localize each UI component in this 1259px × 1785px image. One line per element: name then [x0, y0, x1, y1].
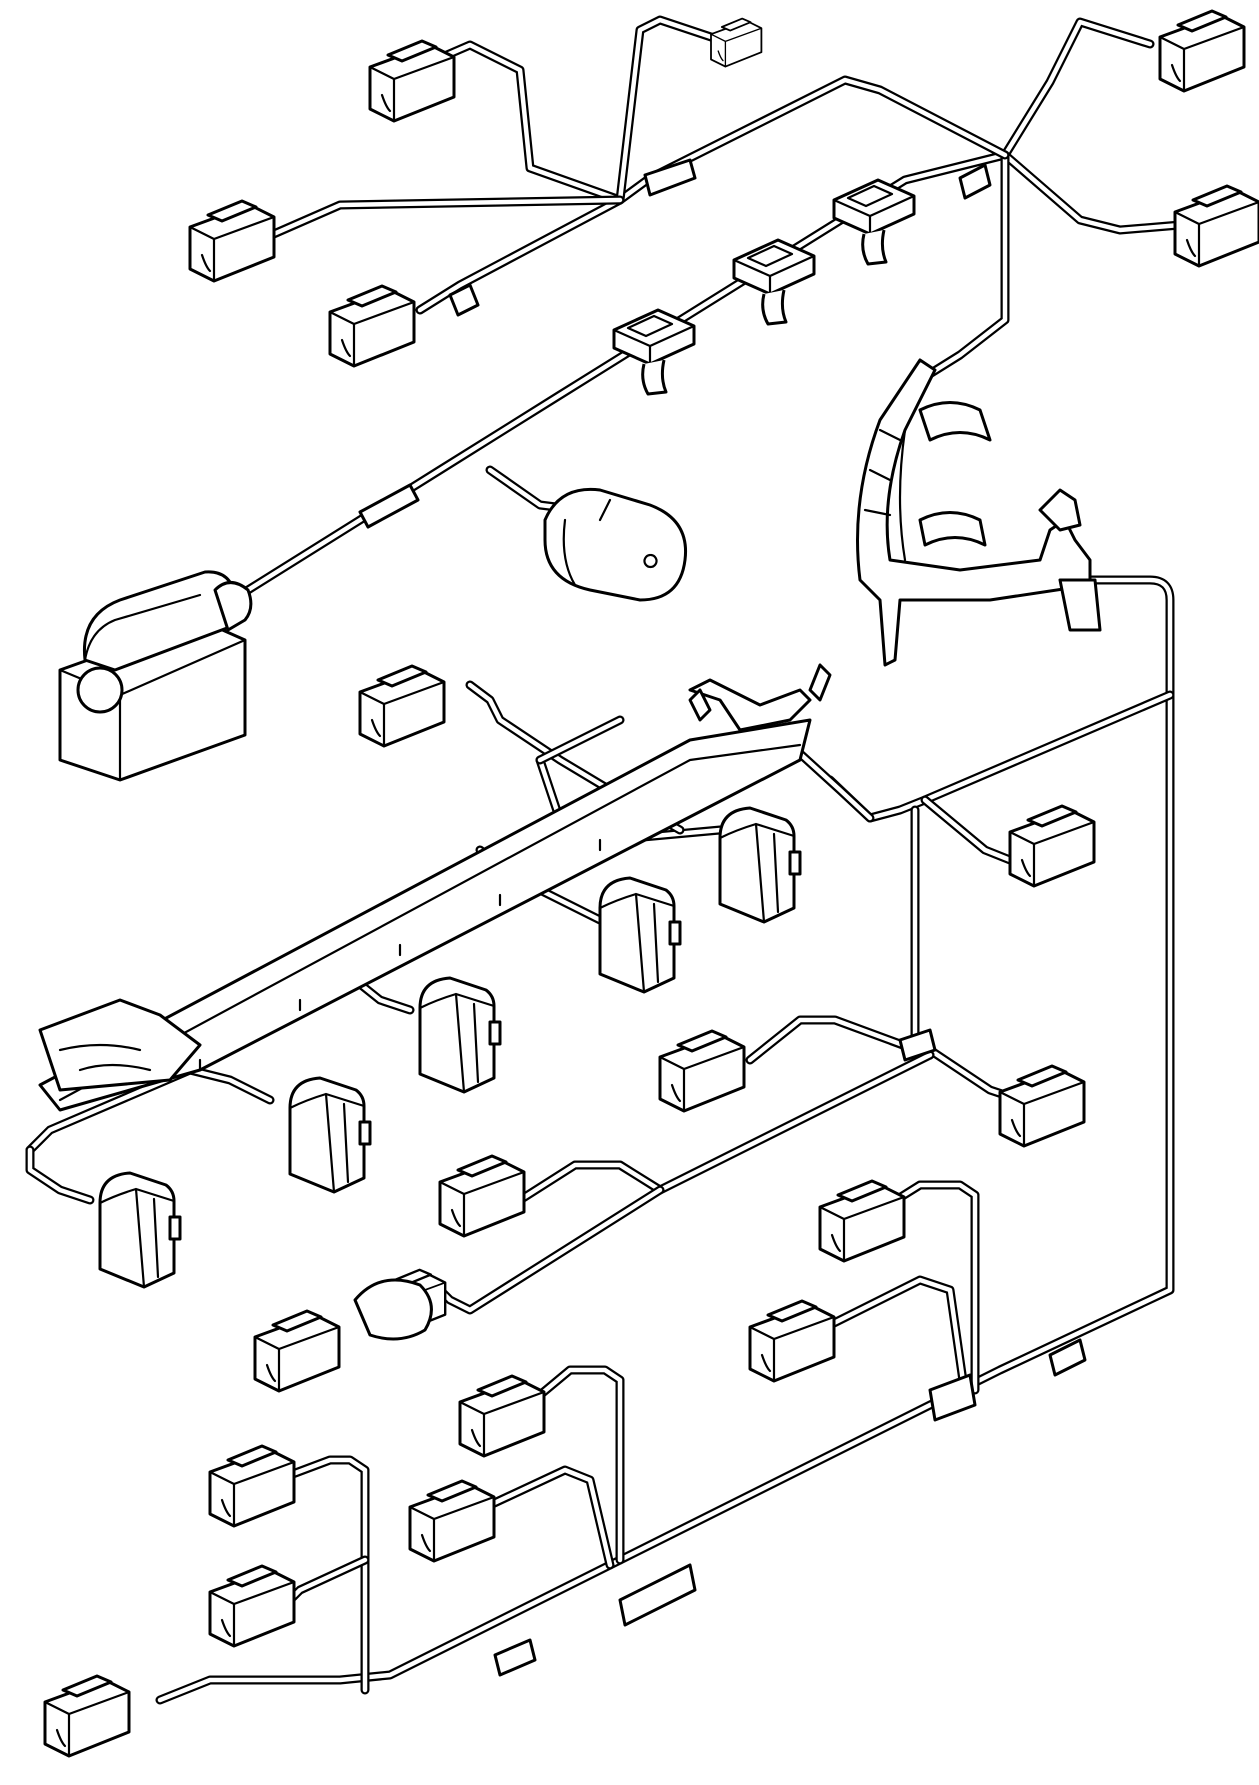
relay-bracket-2	[732, 238, 816, 326]
grommet	[353, 1278, 433, 1341]
injector-connector-1	[718, 806, 802, 924]
injector-connector-3	[418, 976, 502, 1094]
coil-module	[58, 570, 253, 782]
top-left-connector-1	[368, 39, 456, 123]
right-connector-2	[998, 1064, 1086, 1148]
top-inline-connector	[710, 17, 763, 68]
right-connector-1	[1008, 804, 1096, 888]
lower-connector-3	[818, 1179, 906, 1263]
injector-rail	[38, 663, 832, 1112]
lower-connector-8	[208, 1564, 296, 1648]
lower-connector-5	[458, 1374, 546, 1458]
injector-connector-2	[598, 876, 682, 994]
top-left-round-connector	[328, 284, 416, 368]
injector-connector-4	[288, 1076, 372, 1194]
lower-connector-7	[208, 1444, 296, 1528]
wire-clips	[358, 158, 1087, 1677]
top-left-connector-2	[188, 199, 276, 283]
mid-connector-1	[358, 664, 446, 748]
mid-connector-3	[438, 1154, 526, 1238]
upper-harness-wires	[235, 15, 1185, 600]
lower-connector-6	[408, 1479, 496, 1563]
mid-connector-2	[658, 1029, 746, 1113]
bottom-connector	[43, 1674, 131, 1758]
top-right-connector-2	[1173, 184, 1259, 268]
oval-sensor-connector	[543, 487, 688, 602]
relay-bracket-1	[612, 308, 696, 396]
injector-connector-5	[98, 1171, 182, 1289]
relay-bracket-3	[832, 178, 916, 266]
top-right-connector-1	[1158, 9, 1246, 93]
harness-support-bracket	[856, 358, 1102, 667]
lower-connector-4	[748, 1299, 836, 1383]
lower-connector-2	[253, 1309, 341, 1393]
